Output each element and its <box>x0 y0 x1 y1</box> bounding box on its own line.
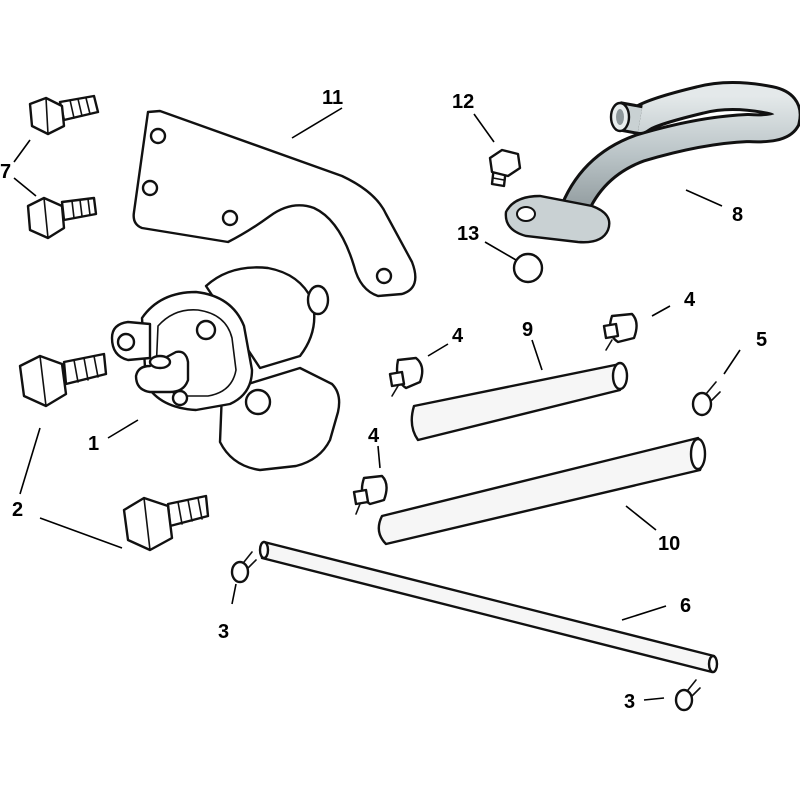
spring-clip-3a <box>230 551 257 584</box>
bracket-part <box>132 109 417 298</box>
callout-3-left: 3 <box>218 621 229 643</box>
callout-10: 10 <box>658 533 680 555</box>
short-hose-part <box>410 361 629 442</box>
callout-4-right: 4 <box>684 289 696 311</box>
callout-9: 9 <box>522 319 533 341</box>
bolt-large-upper <box>18 352 108 408</box>
callout-8: 8 <box>732 204 743 226</box>
callout-4-lower: 4 <box>368 425 380 447</box>
callout-7: 7 <box>0 161 11 183</box>
o-ring-part <box>512 252 544 284</box>
screw-part <box>488 148 522 188</box>
hose-clamp-a <box>388 356 424 397</box>
callout-4-upper: 4 <box>452 325 464 347</box>
curved-pipe-part <box>504 81 800 244</box>
bolt-small-upper <box>28 94 100 136</box>
callout-6: 6 <box>680 595 691 617</box>
callout-1: 1 <box>88 433 99 455</box>
callout-11: 11 <box>322 87 343 109</box>
callout-12: 12 <box>452 91 474 113</box>
hose-clamp-c <box>352 474 388 515</box>
long-hose-part <box>377 436 707 546</box>
callout-2: 2 <box>12 499 23 521</box>
callout-13: 13 <box>457 223 479 245</box>
callout-labels: 11 12 8 13 7 1 2 4 4 4 9 5 10 3 6 3 <box>0 87 767 713</box>
thin-tube-part <box>258 540 719 674</box>
bolt-large-lower <box>122 494 210 552</box>
callout-5: 5 <box>756 329 767 351</box>
spring-clip-5 <box>691 381 721 417</box>
callout-3-right: 3 <box>624 691 635 713</box>
hose-clamp-b <box>602 312 638 351</box>
fuel-pump-part <box>110 266 341 472</box>
leader-lines <box>13 107 741 701</box>
bolt-small-lower <box>26 196 98 240</box>
spring-clip-3b <box>674 679 701 712</box>
